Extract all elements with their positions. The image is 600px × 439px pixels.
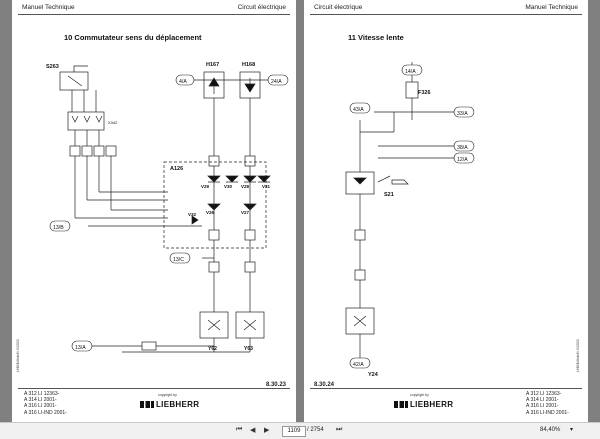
right-vertical-note: LHB/MA/def/r 0/2000	[576, 339, 580, 372]
ref-24a: 24/A	[271, 79, 282, 85]
left-logo-text: LIEBHERR	[156, 400, 200, 409]
ref-43a-bubble	[349, 102, 371, 114]
zoom-dropdown-icon[interactable]: ▾	[570, 427, 574, 433]
left-copyright: copyright by	[158, 393, 177, 397]
label-y63: Y63	[244, 346, 253, 352]
left-header-rule	[18, 14, 290, 15]
ref-33a: 33/A	[457, 111, 468, 117]
ref-14a-bubble	[401, 64, 423, 76]
x342-connector	[67, 111, 105, 131]
ref-43a: 43/A	[353, 107, 364, 113]
viewer-toolbar: ⏮ ◀ ▶ 1109 / 2754 ⏭ 84,40% ▾	[0, 422, 600, 439]
ref-33a-bubble	[453, 106, 475, 118]
left-vertical-note: LHB/MA/def/r 0/2000	[16, 339, 20, 372]
ref-4a: 4/A	[179, 79, 187, 85]
label-a126: A126	[170, 166, 183, 172]
page-total-label: / 2754	[307, 427, 324, 433]
label-x342: X342	[108, 120, 118, 125]
last-page-button[interactable]: ⏭	[336, 426, 343, 433]
label-h168: H168	[242, 62, 255, 68]
ref-13c: 13/C	[173, 257, 184, 263]
label-v30: V30	[224, 184, 233, 189]
label-v27: V27	[241, 210, 250, 215]
page-number-input[interactable]: 1109	[282, 426, 306, 437]
right-footer-rule	[310, 388, 582, 389]
label-s21: S21	[384, 192, 394, 198]
a126-module	[163, 161, 267, 249]
liebherr-mark-icon	[140, 401, 154, 408]
right-section-title: 11 Vitesse lente	[348, 33, 404, 42]
next-page-button[interactable]: ▶	[264, 427, 270, 434]
first-page-button[interactable]: ⏮	[236, 426, 243, 433]
label-v28: V28	[241, 184, 250, 189]
ref-13b: 13/B	[53, 225, 64, 231]
ref-13c-bubble	[169, 252, 191, 264]
previous-page-button[interactable]: ◀	[250, 427, 256, 434]
left-model-1: A 314 LI 2001-	[24, 397, 57, 404]
right-model-3: A 316 LI-IND 2001-	[526, 409, 569, 416]
ref-13b-bubble	[49, 220, 71, 232]
right-header-right: Manuel Technique	[525, 4, 578, 11]
label-y62: Y62	[208, 346, 217, 352]
label-v31: V31	[262, 184, 271, 189]
liebherr-mark-icon	[394, 401, 408, 408]
label-s263: S263	[46, 64, 59, 70]
ref-13a-bubble	[71, 340, 93, 352]
right-header-left: Circuit électrique	[314, 4, 363, 11]
left-footer-rule	[18, 388, 290, 389]
right-copyright: copyright by	[410, 393, 429, 397]
left-page: Manuel Technique Circuit électrique 10 C…	[12, 0, 296, 422]
right-logo-text: LIEBHERR	[410, 400, 454, 409]
ref-38a: 38/A	[457, 145, 468, 151]
label-v29: V29	[201, 184, 210, 189]
ref-12a-bubble	[453, 152, 475, 164]
right-header-rule	[310, 14, 582, 15]
left-model-list: A 312 LI 12363- A 314 LI 2001- A 316 LI …	[24, 391, 67, 416]
ref-24a-bubble	[267, 74, 289, 86]
left-model-0: A 312 LI 12363-	[24, 391, 60, 397]
left-model-3: A 316 LI-IND 2001-	[24, 409, 67, 416]
ref-12a: 12/A	[457, 157, 468, 163]
right-page: Circuit électrique Manuel Technique 11 V…	[304, 0, 588, 422]
right-schematic: F326 S21 Y24 14/A 43/A 33/A 38/A 12/A 42…	[345, 62, 475, 378]
ref-13a: 13/A	[75, 345, 86, 351]
ref-14a: 14/A	[405, 69, 416, 75]
zoom-level: 84,40%	[540, 427, 561, 433]
ref-42a: 42/A	[353, 362, 364, 368]
left-header-left: Manuel Technique	[22, 4, 75, 11]
left-header-right: Circuit électrique	[237, 4, 286, 11]
right-model-list: A 312 LI 12363- A 314 LI 2001- A 316 LI …	[526, 391, 569, 416]
left-page-number: 8.30.23	[265, 382, 286, 388]
right-page-number: 8.30.24	[314, 382, 335, 388]
label-y24: Y24	[368, 372, 379, 378]
right-liebherr-logo: LIEBHERR	[394, 400, 453, 409]
label-v26: V26	[206, 210, 215, 215]
left-model-2: A 316 LI 2001-	[24, 403, 57, 410]
label-v32: V32	[188, 212, 197, 217]
label-f326: F326	[418, 90, 431, 96]
left-schematic: S263 X342 A126 H167 H168 V29 V30 V28 V31…	[46, 62, 289, 353]
s263-switch-body	[59, 71, 89, 91]
right-model-0: A 312 LI 12363-	[526, 391, 562, 397]
ref-42a-bubble	[349, 357, 371, 369]
ref-4a-bubble	[175, 74, 195, 86]
label-h167: H167	[206, 62, 219, 68]
left-liebherr-logo: LIEBHERR	[140, 400, 199, 409]
f326-fuse	[405, 81, 419, 99]
left-section-title: 10 Commutateur sens du déplacement	[64, 33, 202, 42]
ref-38a-bubble	[453, 140, 475, 152]
right-model-2: A 316 LI 2001-	[526, 403, 559, 410]
right-model-1: A 314 LI 2001-	[526, 397, 559, 404]
